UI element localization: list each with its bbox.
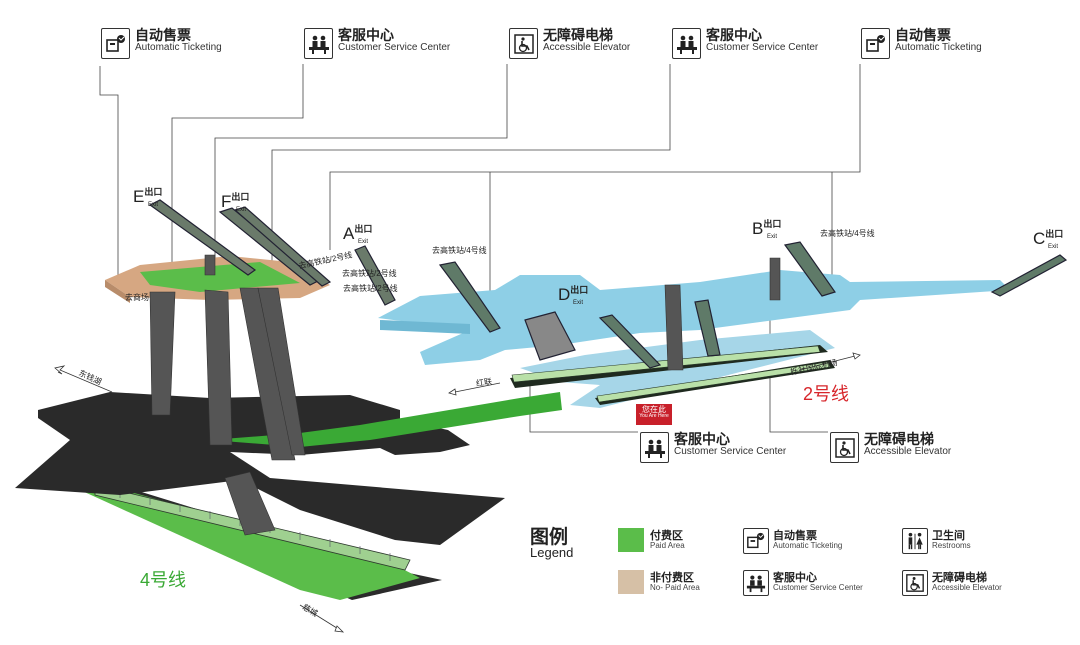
ticket-machine-icon [101, 28, 130, 59]
exit-c-label: C出口 Exit [1033, 229, 1064, 251]
legend-title-en: Legend [530, 545, 574, 560]
legend-title-zh: 图例 [530, 527, 569, 548]
legend-label-zh: 非付费区 [650, 572, 694, 584]
exit-zh: 出口 [144, 187, 163, 197]
legend-label-zh: 无障碍电梯 [932, 572, 987, 584]
exit-en: Exit [767, 234, 778, 240]
you-are-here-en: You Are Here [639, 413, 669, 419]
exit-letter: D [558, 285, 571, 304]
direction-arrows [54, 352, 861, 633]
service-desk-icon [672, 28, 701, 59]
callout-label-zh: 无障碍电梯 [543, 27, 613, 43]
you-are-here-marker: 您在此 You Are Here [636, 404, 672, 425]
exit-zh: 出口 [570, 285, 589, 295]
accessible-elevator-icon [902, 570, 928, 596]
exit-zh: 出口 [354, 224, 373, 234]
exit-b-label: B出口 Exit [752, 219, 782, 241]
exit-letter: A [343, 224, 355, 243]
exit-zh: 出口 [231, 192, 250, 202]
legend-label-en: No- Paid Area [650, 583, 700, 593]
callout-label-en: Accessible Elevator [543, 41, 631, 53]
legend-label-zh: 客服中心 [773, 572, 817, 584]
exit-f-label: F出口 Exit [221, 192, 250, 214]
callout-label-en: Accessible Elevator [864, 445, 952, 457]
legend-label-zh: 自动售票 [773, 530, 817, 542]
exit-en: Exit [573, 300, 584, 306]
exit-letter: F [221, 192, 232, 211]
exit-zh: 出口 [1045, 229, 1064, 239]
callout-label-zh: 自动售票 [895, 27, 951, 43]
legend-label-zh: 卫生间 [932, 530, 965, 542]
direction-to-mall: 去商场 [125, 293, 149, 302]
exit-letter: E [133, 187, 145, 206]
exit-en: Exit [1048, 244, 1059, 250]
escalator-shafts [149, 254, 781, 536]
service-desk-icon [743, 570, 769, 596]
exit-en: Exit [148, 202, 159, 208]
you-are-here-zh: 您在此 [642, 405, 666, 414]
exit-letter: C [1033, 229, 1046, 248]
callout-label-zh: 无障碍电梯 [864, 431, 934, 447]
line2-name: 2号线 [803, 384, 850, 404]
non-paid-area-swatch [618, 570, 644, 594]
line4-name: 4号线 [140, 570, 187, 590]
accessible-elevator-icon [830, 432, 859, 463]
service-desk-icon [304, 28, 333, 59]
callout-label-zh: 客服中心 [338, 27, 394, 43]
callout-label-en: Automatic Ticketing [135, 41, 222, 53]
direction-to-hsr-line2-c: 去高铁站/2号线 [343, 284, 398, 293]
callout-label-zh: 自动售票 [135, 27, 191, 43]
legend-label-en: Paid Area [650, 541, 685, 551]
direction-to-hsr-line4-a: 去高铁站/4号线 [432, 246, 487, 255]
direction-to-hsr-line2-b: 去高铁站/2号线 [342, 269, 397, 278]
exit-letter: B [752, 219, 764, 238]
exit-en: Exit [358, 239, 369, 245]
legend-label-en: Customer Service Center [773, 583, 863, 593]
direction-hongqiao: 红联 [475, 376, 493, 389]
restroom-icon [902, 528, 928, 554]
service-desk-icon [640, 432, 669, 463]
legend-label-en: Automatic Ticketing [773, 541, 843, 551]
exit-a-label: A出口 Exit [343, 224, 373, 246]
exit-zh: 出口 [763, 219, 782, 229]
callout-label-en: Customer Service Center [674, 445, 787, 457]
ticket-machine-icon [861, 28, 890, 59]
paid-area-swatch [618, 528, 644, 552]
exit-en: Exit [236, 207, 247, 213]
legend-label-zh: 付费区 [650, 530, 683, 542]
callout-label-zh: 客服中心 [706, 27, 762, 43]
legend-label-en: Accessible Elevator [932, 583, 1002, 593]
callout-label-en: Customer Service Center [706, 41, 819, 53]
callout-label-en: Customer Service Center [338, 41, 451, 53]
exit-e-label: E出口 Exit [133, 187, 163, 209]
direction-to-hsr-line4-b: 去高铁站/4号线 [820, 229, 875, 238]
accessible-elevator-icon [509, 28, 538, 59]
legend-label-en: Restrooms [932, 541, 971, 551]
exit-d-label: D出口 Exit [558, 285, 589, 307]
ticket-machine-icon [743, 528, 769, 554]
escalators [148, 199, 1068, 369]
callout-label-en: Automatic Ticketing [895, 41, 982, 53]
callout-label-zh: 客服中心 [674, 431, 730, 447]
